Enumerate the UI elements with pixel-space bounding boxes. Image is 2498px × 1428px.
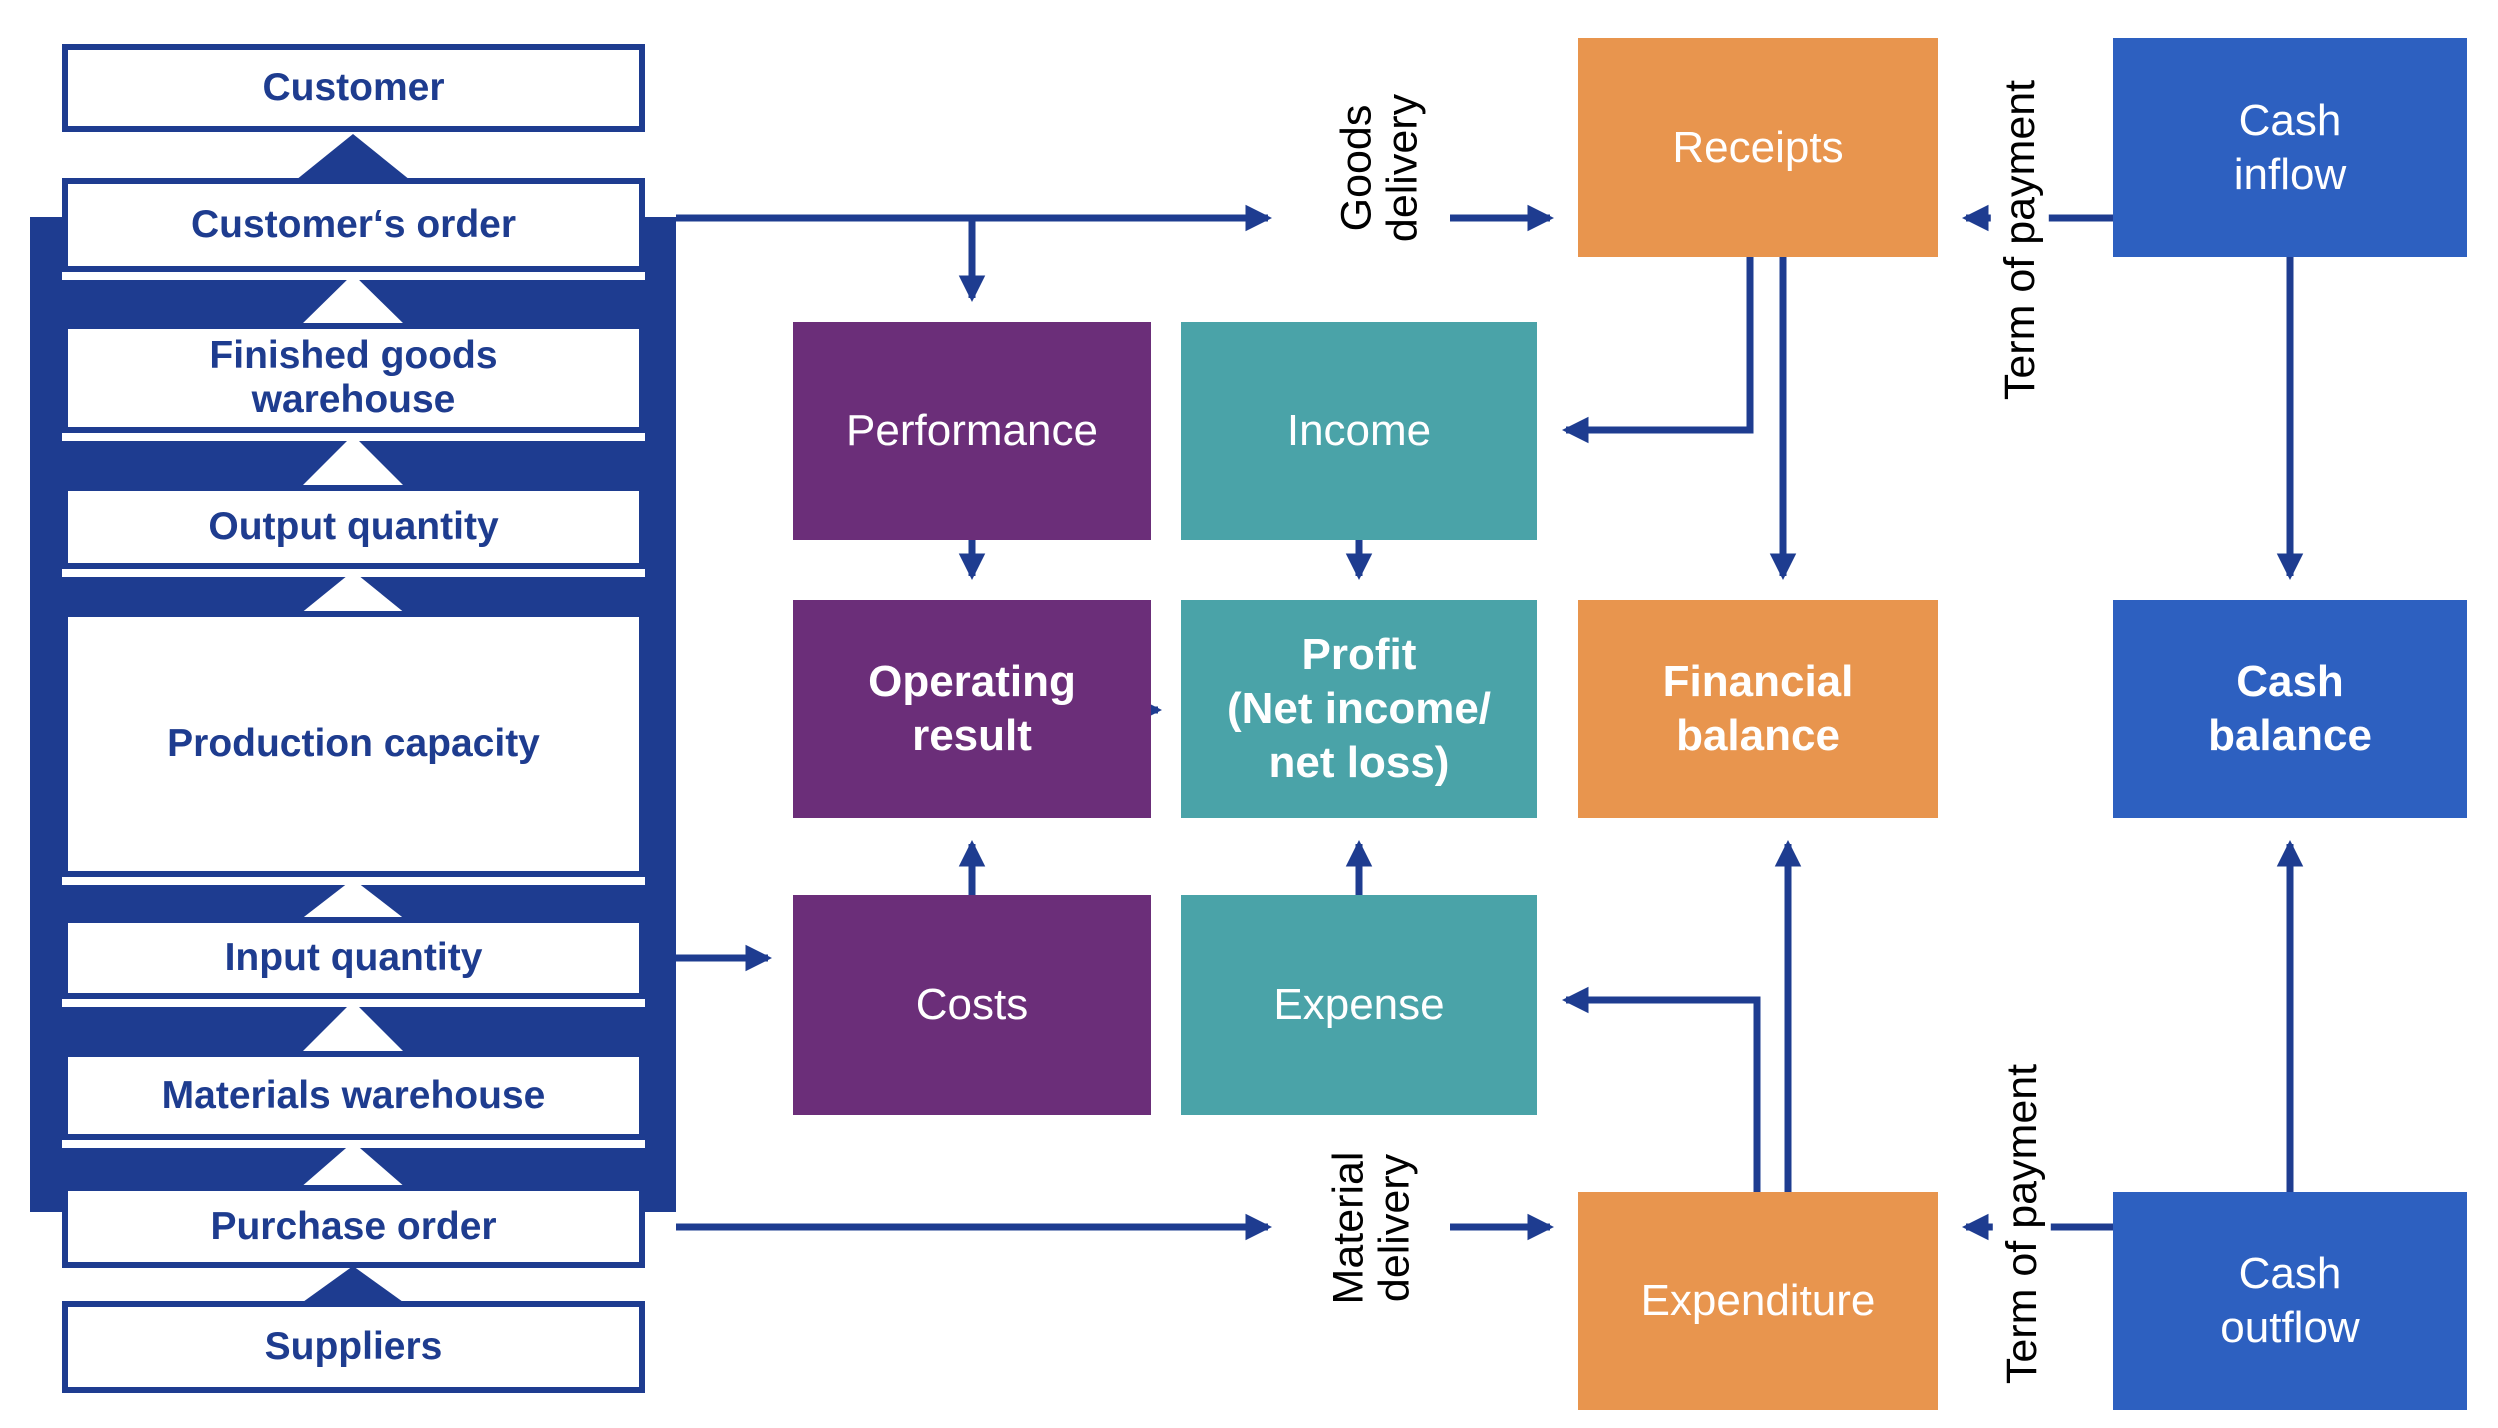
chevron-up-icon-group	[62, 272, 645, 1188]
connector-receipts-to-income	[1562, 257, 1754, 444]
flow-step-input-quantity: Input quantity	[62, 917, 645, 999]
node-receipts: Receipts	[1578, 38, 1938, 257]
edge-label-material-delivery: Material delivery	[1319, 1141, 1425, 1315]
flow-step-customer: Customer	[62, 44, 645, 132]
edge-label-goods-delivery: Goods delivery	[1327, 83, 1433, 253]
node-profit: Profit (Net income/ net loss)	[1181, 600, 1537, 818]
node-performance: Performance	[793, 322, 1151, 540]
node-cash-outflow: Cash outflow	[2113, 1192, 2467, 1410]
flow-step-materials-warehouse: Materials warehouse	[62, 1051, 645, 1140]
flow-step-finished-goods-warehouse: Finished goods warehouse	[62, 323, 645, 433]
edge-label-term-of-payment-bottom: Term of payment	[1992, 1053, 2052, 1395]
node-operating-result: Operating result	[793, 600, 1151, 818]
node-expenditure: Expenditure	[1578, 1192, 1938, 1410]
up-arrow-icon-group	[296, 134, 410, 1307]
node-costs: Costs	[793, 895, 1151, 1115]
node-income: Income	[1181, 322, 1537, 540]
node-cash-balance: Cash balance	[2113, 600, 2467, 818]
node-expense: Expense	[1181, 895, 1537, 1115]
up-arrow-icon	[296, 1266, 410, 1307]
flow-step-production-capacity: Production capacity	[62, 611, 645, 877]
edge-label-term-of-payment-top: Term of payment	[1990, 69, 2050, 411]
flow-step-customers-order: Customer‘s order	[62, 178, 645, 272]
flow-step-output-quantity: Output quantity	[62, 485, 645, 569]
node-financial-balance: Financial balance	[1578, 600, 1938, 818]
flow-step-suppliers: Suppliers	[62, 1301, 645, 1393]
up-arrow-icon	[296, 134, 410, 180]
flow-step-purchase-order: Purchase order	[62, 1185, 645, 1268]
node-cash-inflow: Cash inflow	[2113, 38, 2467, 257]
connector-expenditure-to-expense	[1562, 986, 1761, 1192]
